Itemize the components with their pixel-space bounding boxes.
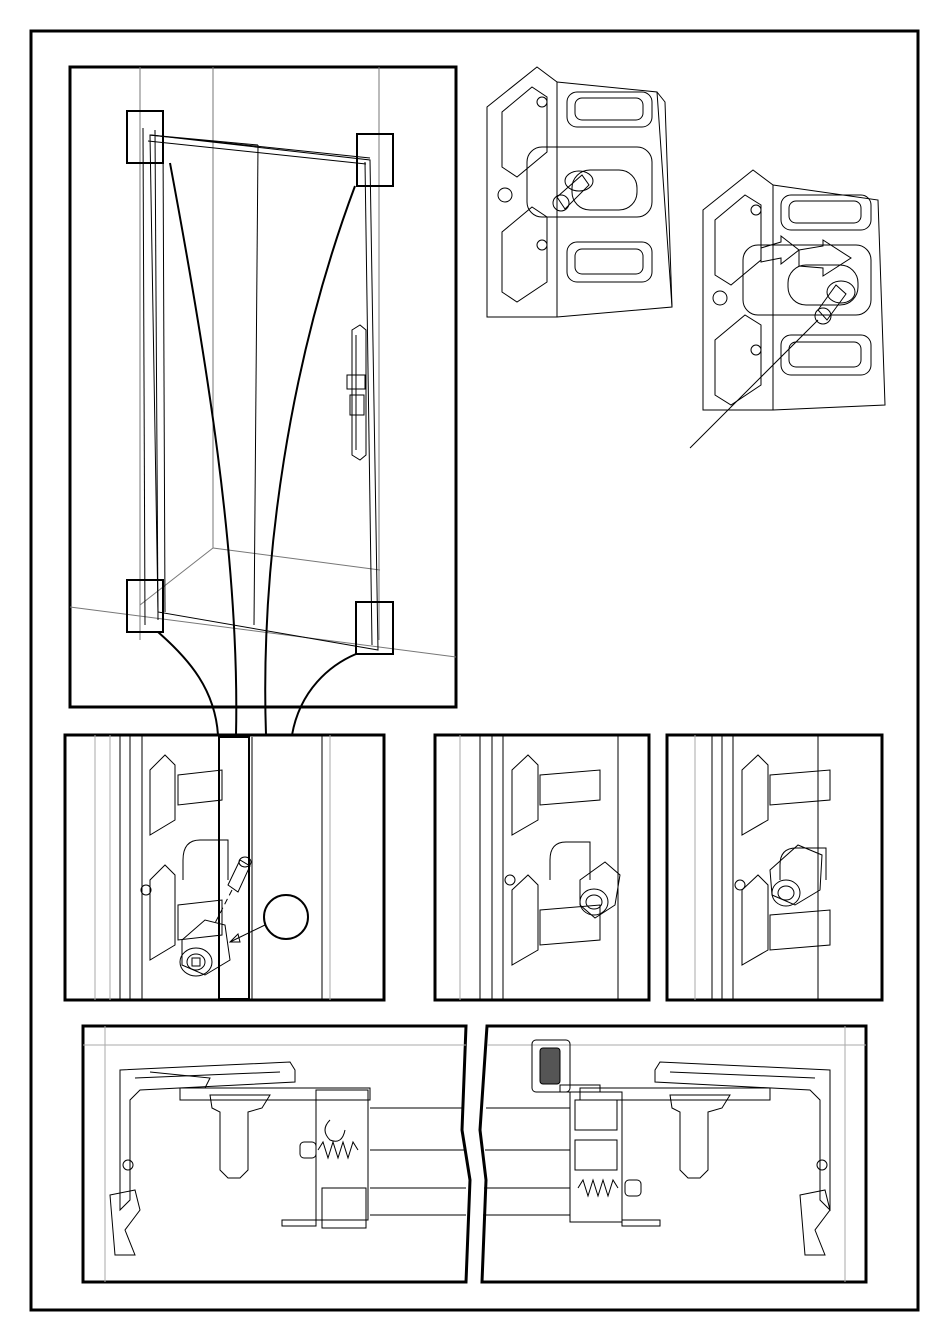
callout-circle xyxy=(264,895,308,939)
detail-panel-1 xyxy=(65,735,384,1000)
section-right-panel xyxy=(480,1026,866,1282)
page-border xyxy=(31,31,918,1310)
bracket-b-illustration xyxy=(703,170,885,410)
detail-panel-2 xyxy=(435,735,649,1000)
handle-seal xyxy=(540,1048,560,1084)
detail-panel-3 xyxy=(667,735,882,1000)
overview-panel xyxy=(70,67,456,707)
slide-arrow-icon xyxy=(761,236,799,264)
callout-arrow xyxy=(230,925,265,942)
spring-left xyxy=(318,1142,358,1158)
bracket-a-illustration xyxy=(487,67,672,317)
section-left-panel xyxy=(83,1026,470,1282)
door-handle xyxy=(347,325,366,460)
callout-box-top-right xyxy=(357,134,393,186)
door-leaf xyxy=(150,135,378,650)
door-stile xyxy=(219,737,249,999)
pointer-line xyxy=(690,320,818,448)
callout-box-top-left xyxy=(127,111,163,163)
spring-right xyxy=(578,1180,618,1196)
